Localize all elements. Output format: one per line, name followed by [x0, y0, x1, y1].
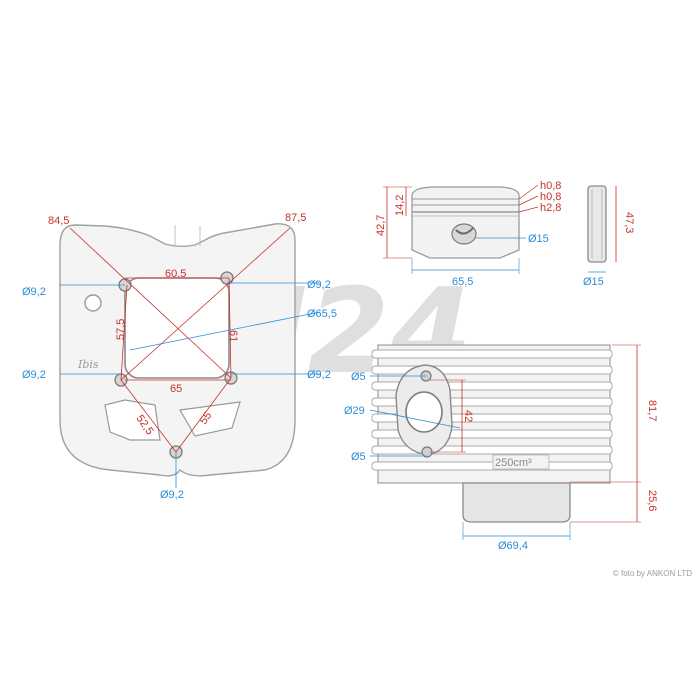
label-bore-diameter: Ø65,5: [307, 308, 337, 320]
engraving-displacement: 250cm³: [495, 457, 532, 469]
label-pin-length: 47,3: [623, 212, 635, 233]
label-piston-ring-zone: 14,2: [394, 195, 406, 216]
photo-credit: © foto by ANKON LTD: [612, 569, 692, 578]
piston: [411, 186, 520, 259]
label-diag-right: 87,5: [285, 212, 306, 224]
oil-hole: [84, 294, 102, 312]
label-bore-height-left: 57,5: [115, 319, 127, 340]
label-port-height: 42: [462, 410, 474, 422]
label-diag-left: 84,5: [48, 215, 69, 227]
label-piston-pin-hole: Ø15: [528, 233, 549, 245]
label-hole-top-left: Ø9,2: [22, 286, 46, 298]
label-bore-width: 60,5: [165, 268, 186, 280]
label-piston-ring2: h0,8: [540, 191, 561, 203]
label-piston-width: 65,5: [452, 276, 473, 288]
label-piston-ring3: h2,8: [540, 202, 561, 214]
cylinder-skirt: [462, 482, 571, 523]
label-bore-height-right: 61: [227, 330, 239, 342]
label-lower-right: 55: [198, 410, 215, 427]
label-hole-bottom-left: Ø9,2: [22, 369, 46, 381]
intake-port: [405, 391, 443, 433]
label-cylinder-skirt: 25,6: [646, 490, 658, 511]
head-plate-dimension-lines: [60, 227, 321, 488]
head-plate: Ibis: [59, 223, 296, 477]
label-hole-bottom-right: Ø9,2: [307, 369, 331, 381]
piston-pin: [587, 185, 607, 263]
cylinder-block: 250cm³: [371, 344, 613, 523]
label-cylinder-height: 81,7: [646, 400, 658, 421]
label-stud-top: Ø5: [351, 371, 366, 383]
cylinder-fin-1: [371, 349, 613, 359]
label-bore-bottom: 65: [170, 383, 182, 395]
logo-mark: Ibis: [77, 358, 99, 371]
pin-dimension-lines: [588, 186, 617, 273]
label-hole-bottom: Ø9,2: [160, 489, 184, 501]
label-skirt-diameter: Ø69,4: [498, 540, 528, 552]
piston-body: [411, 186, 520, 259]
label-stud-bottom: Ø5: [351, 451, 366, 463]
label-piston-ring1: h0,8: [540, 180, 561, 192]
label-piston-height: 42,7: [375, 215, 387, 236]
piston-dimension-lines: [383, 184, 539, 274]
label-hole-top-right: Ø9,2: [307, 279, 331, 291]
cylinder-dimension-lines: [369, 344, 641, 540]
label-pin-diameter: Ø15: [583, 276, 604, 288]
cylinder-fin-8: [371, 461, 613, 471]
label-port-diameter: Ø29: [344, 405, 365, 417]
